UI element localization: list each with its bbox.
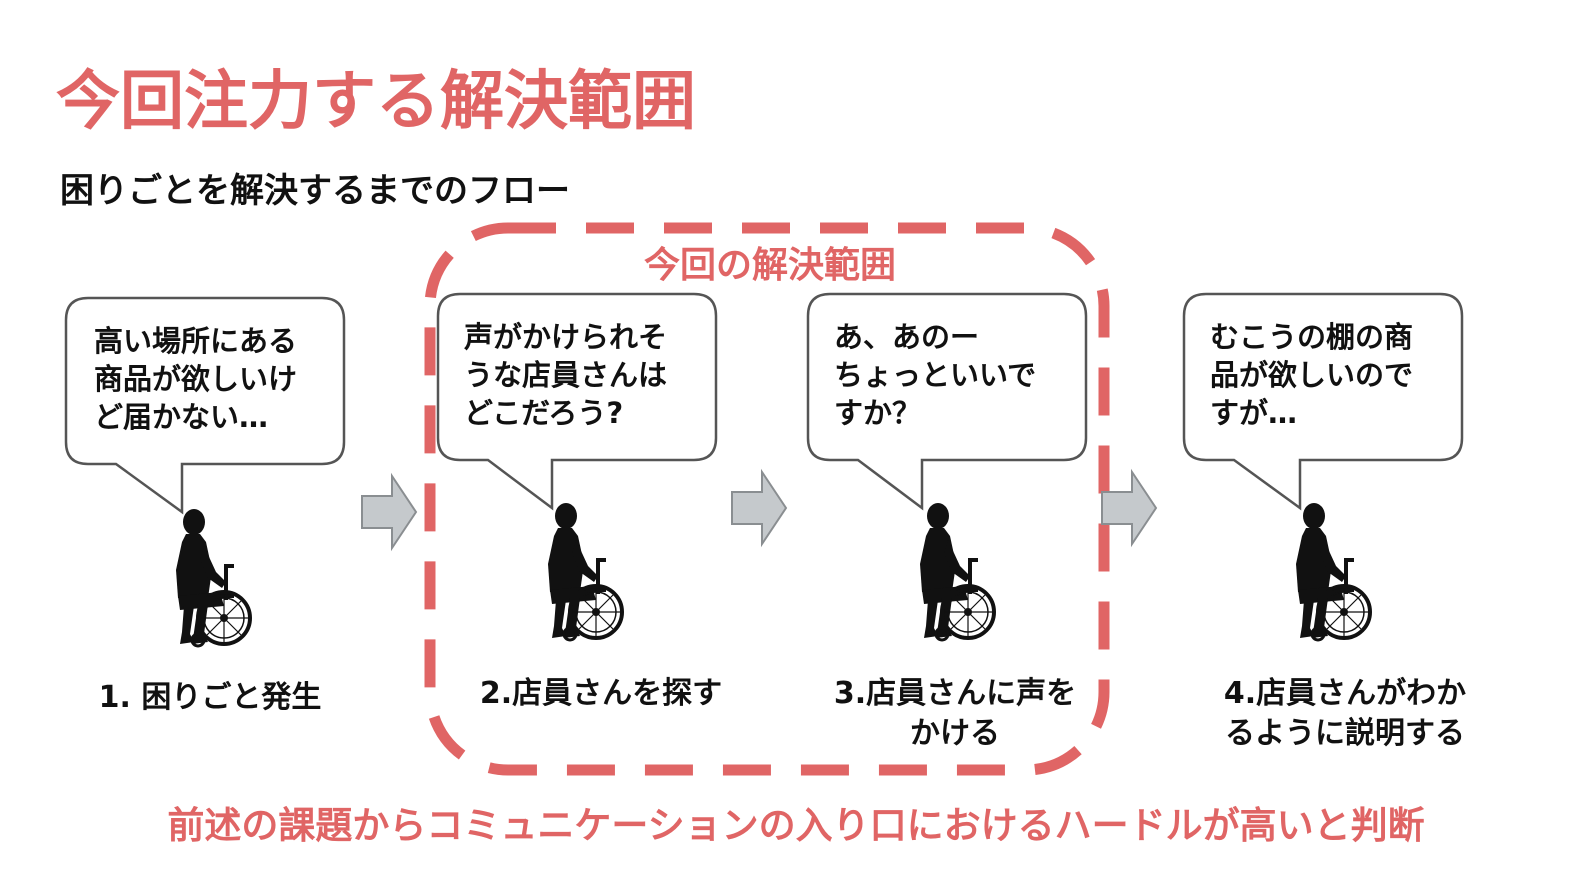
- bubble-line: うな店員さんは: [464, 358, 668, 392]
- wheelchair-user-icon: [1294, 501, 1372, 642]
- step-label-line: るように説明する: [1225, 716, 1465, 751]
- bubble-line: どこだろう?: [464, 396, 624, 430]
- wheelchair-user-icon: [174, 507, 252, 648]
- bubble-line: すか？: [834, 396, 922, 430]
- bubble-line: 高い場所にある: [94, 324, 298, 358]
- speech-bubble-text-4: むこうの棚の商 品が欲しいので すが…: [1210, 318, 1413, 432]
- right-arrow-icon: [731, 471, 787, 545]
- bubble-line: 声がかけられそ: [464, 320, 668, 354]
- speech-bubble-text-1: 高い場所にある 商品が欲しいけ ど届かない…: [94, 322, 297, 436]
- bubble-line: ど届かない…: [94, 400, 269, 434]
- bubble-line: 商品が欲しいけ: [94, 362, 298, 396]
- step-label-line: 1. 困りごと発生: [98, 680, 322, 715]
- right-arrow-icon: [1101, 471, 1157, 545]
- speech-bubble-text-3: あ、あのー ちょっといいで すか？: [834, 318, 1036, 432]
- flow-subtitle: 困りごとを解決するまでのフロー: [60, 171, 570, 211]
- step-label-1: 1. 困りごと発生: [80, 678, 340, 718]
- step-label-line: 3.店員さんに声を: [833, 676, 1077, 711]
- step-label-line: 4.店員さんがわか: [1223, 676, 1467, 711]
- right-arrow-icon: [361, 475, 417, 549]
- page-title: 今回注力する解決範囲: [56, 65, 696, 139]
- wheelchair-user-icon: [918, 501, 996, 642]
- conclusion-text: 前述の課題からコミュニケーションの入り口におけるハードルが高いと判断: [167, 804, 1425, 847]
- speech-bubble-3: [806, 292, 1088, 511]
- bubble-line: すが…: [1210, 396, 1298, 430]
- step-label-line: かける: [910, 716, 1000, 751]
- bubble-line: 品が欲しいので: [1210, 358, 1414, 392]
- bubble-line: あ、あのー: [834, 320, 980, 354]
- speech-bubble-text-2: 声がかけられそ うな店員さんは どこだろう?: [464, 318, 667, 432]
- speech-bubble-4: [1182, 292, 1464, 511]
- step-label-4: 4.店員さんがわか るように説明する: [1200, 674, 1490, 754]
- speech-bubble-1: [64, 296, 346, 515]
- speech-bubble-2: [436, 292, 718, 511]
- step-label-2: 2.店員さんを探す: [456, 674, 746, 714]
- scope-frame: [424, 222, 1110, 776]
- step-label-line: 2.店員さんを探す: [479, 676, 723, 711]
- scope-label: 今回の解決範囲: [643, 245, 896, 286]
- bubble-line: むこうの棚の商: [1210, 320, 1414, 354]
- wheelchair-user-icon: [546, 501, 624, 642]
- bubble-line: ちょっといいで: [834, 358, 1037, 392]
- step-label-3: 3.店員さんに声を かける: [816, 674, 1094, 754]
